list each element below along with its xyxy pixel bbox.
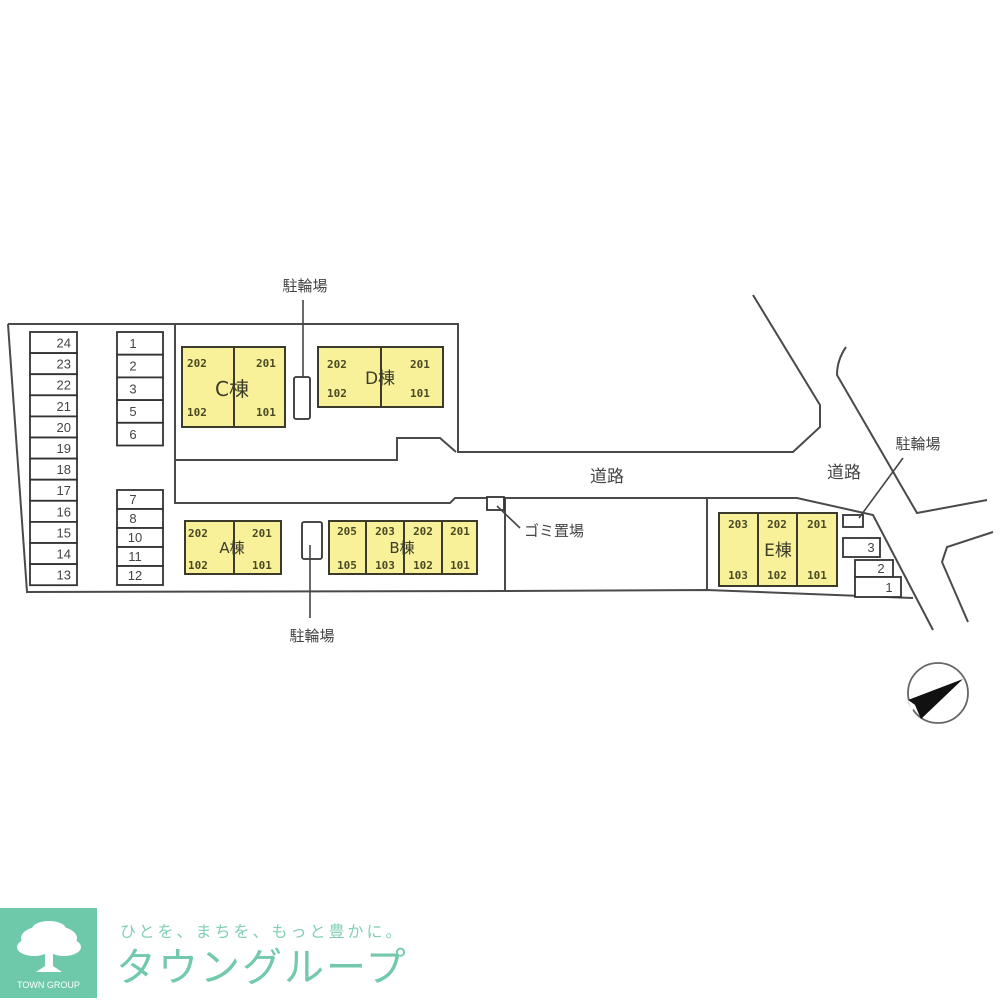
unit-number: 202 [187,357,207,370]
parking-slot-number: 24 [57,336,71,351]
bike-parking-bottom: 駐輪場 [289,521,335,645]
unit-number: 205 [337,525,357,538]
bike-parking-label: 駐輪場 [289,627,334,645]
parking-slot-number: 20 [57,420,71,435]
unit-number: 105 [337,559,357,572]
unit-number: 201 [256,357,276,370]
logo-mark [0,908,97,998]
brand-name: タウングループ [116,945,408,991]
building-a: 202 201 102 101 A棟 [184,520,282,575]
building-c: 202 201 102 101 C棟 [181,346,286,428]
unit-number: 202 [188,527,208,540]
unit-number: 202 [767,518,787,531]
parking-slot-number: 21 [57,399,71,414]
unit-number: 101 [807,569,827,582]
parking-slot-number: 17 [57,483,71,498]
unit-number: 102 [188,559,208,572]
parking-slot-number: 5 [129,404,136,419]
unit-number: 101 [410,387,430,400]
parking-slot-number: 1 [885,580,892,595]
parking-slot-number: 19 [57,441,71,456]
unit-number: 103 [375,559,395,572]
unit-number: 201 [450,525,470,538]
building-name: E棟 [764,541,792,561]
building-e: 203 202 201 103 102 101 E棟 [718,512,838,587]
parking-slot-number: 2 [129,359,136,374]
bike-parking-label: 駐輪場 [895,435,940,453]
unit-number: 203 [375,525,395,538]
unit-number: 102 [327,387,347,400]
road-label-side: 道路 [827,463,861,483]
bike-parking-label: 駐輪場 [282,277,327,295]
unit-number: 203 [728,518,748,531]
tree-icon [17,921,81,972]
unit-number: 102 [413,559,433,572]
parking-slot-number: 22 [57,378,71,393]
unit-number: 201 [410,358,430,371]
building-d: 202 201 102 101 D棟 [317,346,444,408]
parking-slot-number: 7 [129,492,136,507]
unit-number: 202 [413,525,433,538]
unit-number: 102 [767,569,787,582]
building-name: B棟 [389,539,414,557]
unit-number: 102 [187,406,207,419]
building-name: A棟 [219,539,244,557]
north-arrow-icon [907,662,969,724]
parking-slot-number: 3 [867,540,874,555]
parking-slot-number: 2 [877,561,884,576]
road-label-main: 道路 [590,467,624,487]
building-name: D棟 [365,369,395,389]
parking-left-column: 24 23 22 21 20 19 18 17 16 15 14 13 [29,331,78,587]
property-outline [7,294,994,631]
parking-slot-number: 10 [128,530,142,545]
logo-text: TOWN GROUP [17,980,80,990]
parking-slot-number: 23 [57,357,71,372]
unit-number: 101 [256,406,276,419]
parking-slot-number: 1 [129,336,136,351]
parking-slot-number: 15 [57,525,71,540]
unit-number: 201 [252,527,272,540]
parking-slot-number: 11 [128,549,142,564]
garbage-label: ゴミ置場 [524,522,584,540]
unit-number: 101 [252,559,272,572]
parking-slot-number: 8 [129,511,136,526]
parking-slot-number: 3 [129,381,136,396]
unit-number: 201 [807,518,827,531]
parking-right: 駐輪場 3 2 1 [842,435,941,598]
parking-slot-number: 16 [57,504,71,519]
building-name: C棟 [215,377,249,401]
parking-middle-bottom: 7 8 10 11 12 [116,489,164,586]
parking-slot-number: 14 [57,547,71,562]
unit-number: 101 [450,559,470,572]
parking-slot-number: 18 [57,462,71,477]
parking-middle-top: 1 2 3 5 6 [116,331,164,447]
unit-number: 103 [728,569,748,582]
building-b: 205 203 202 201 105 103 102 101 B棟 [328,520,478,575]
brand-tagline: ひとを、まちを、もっと豊かに。 [120,922,405,941]
parking-slot-number: 12 [128,568,142,583]
garbage-area: ゴミ置場 [486,496,584,540]
parking-slot-number: 13 [57,568,71,583]
unit-number: 202 [327,358,347,371]
bike-parking-top: 駐輪場 [282,277,328,420]
parking-slot-number: 6 [129,427,136,442]
